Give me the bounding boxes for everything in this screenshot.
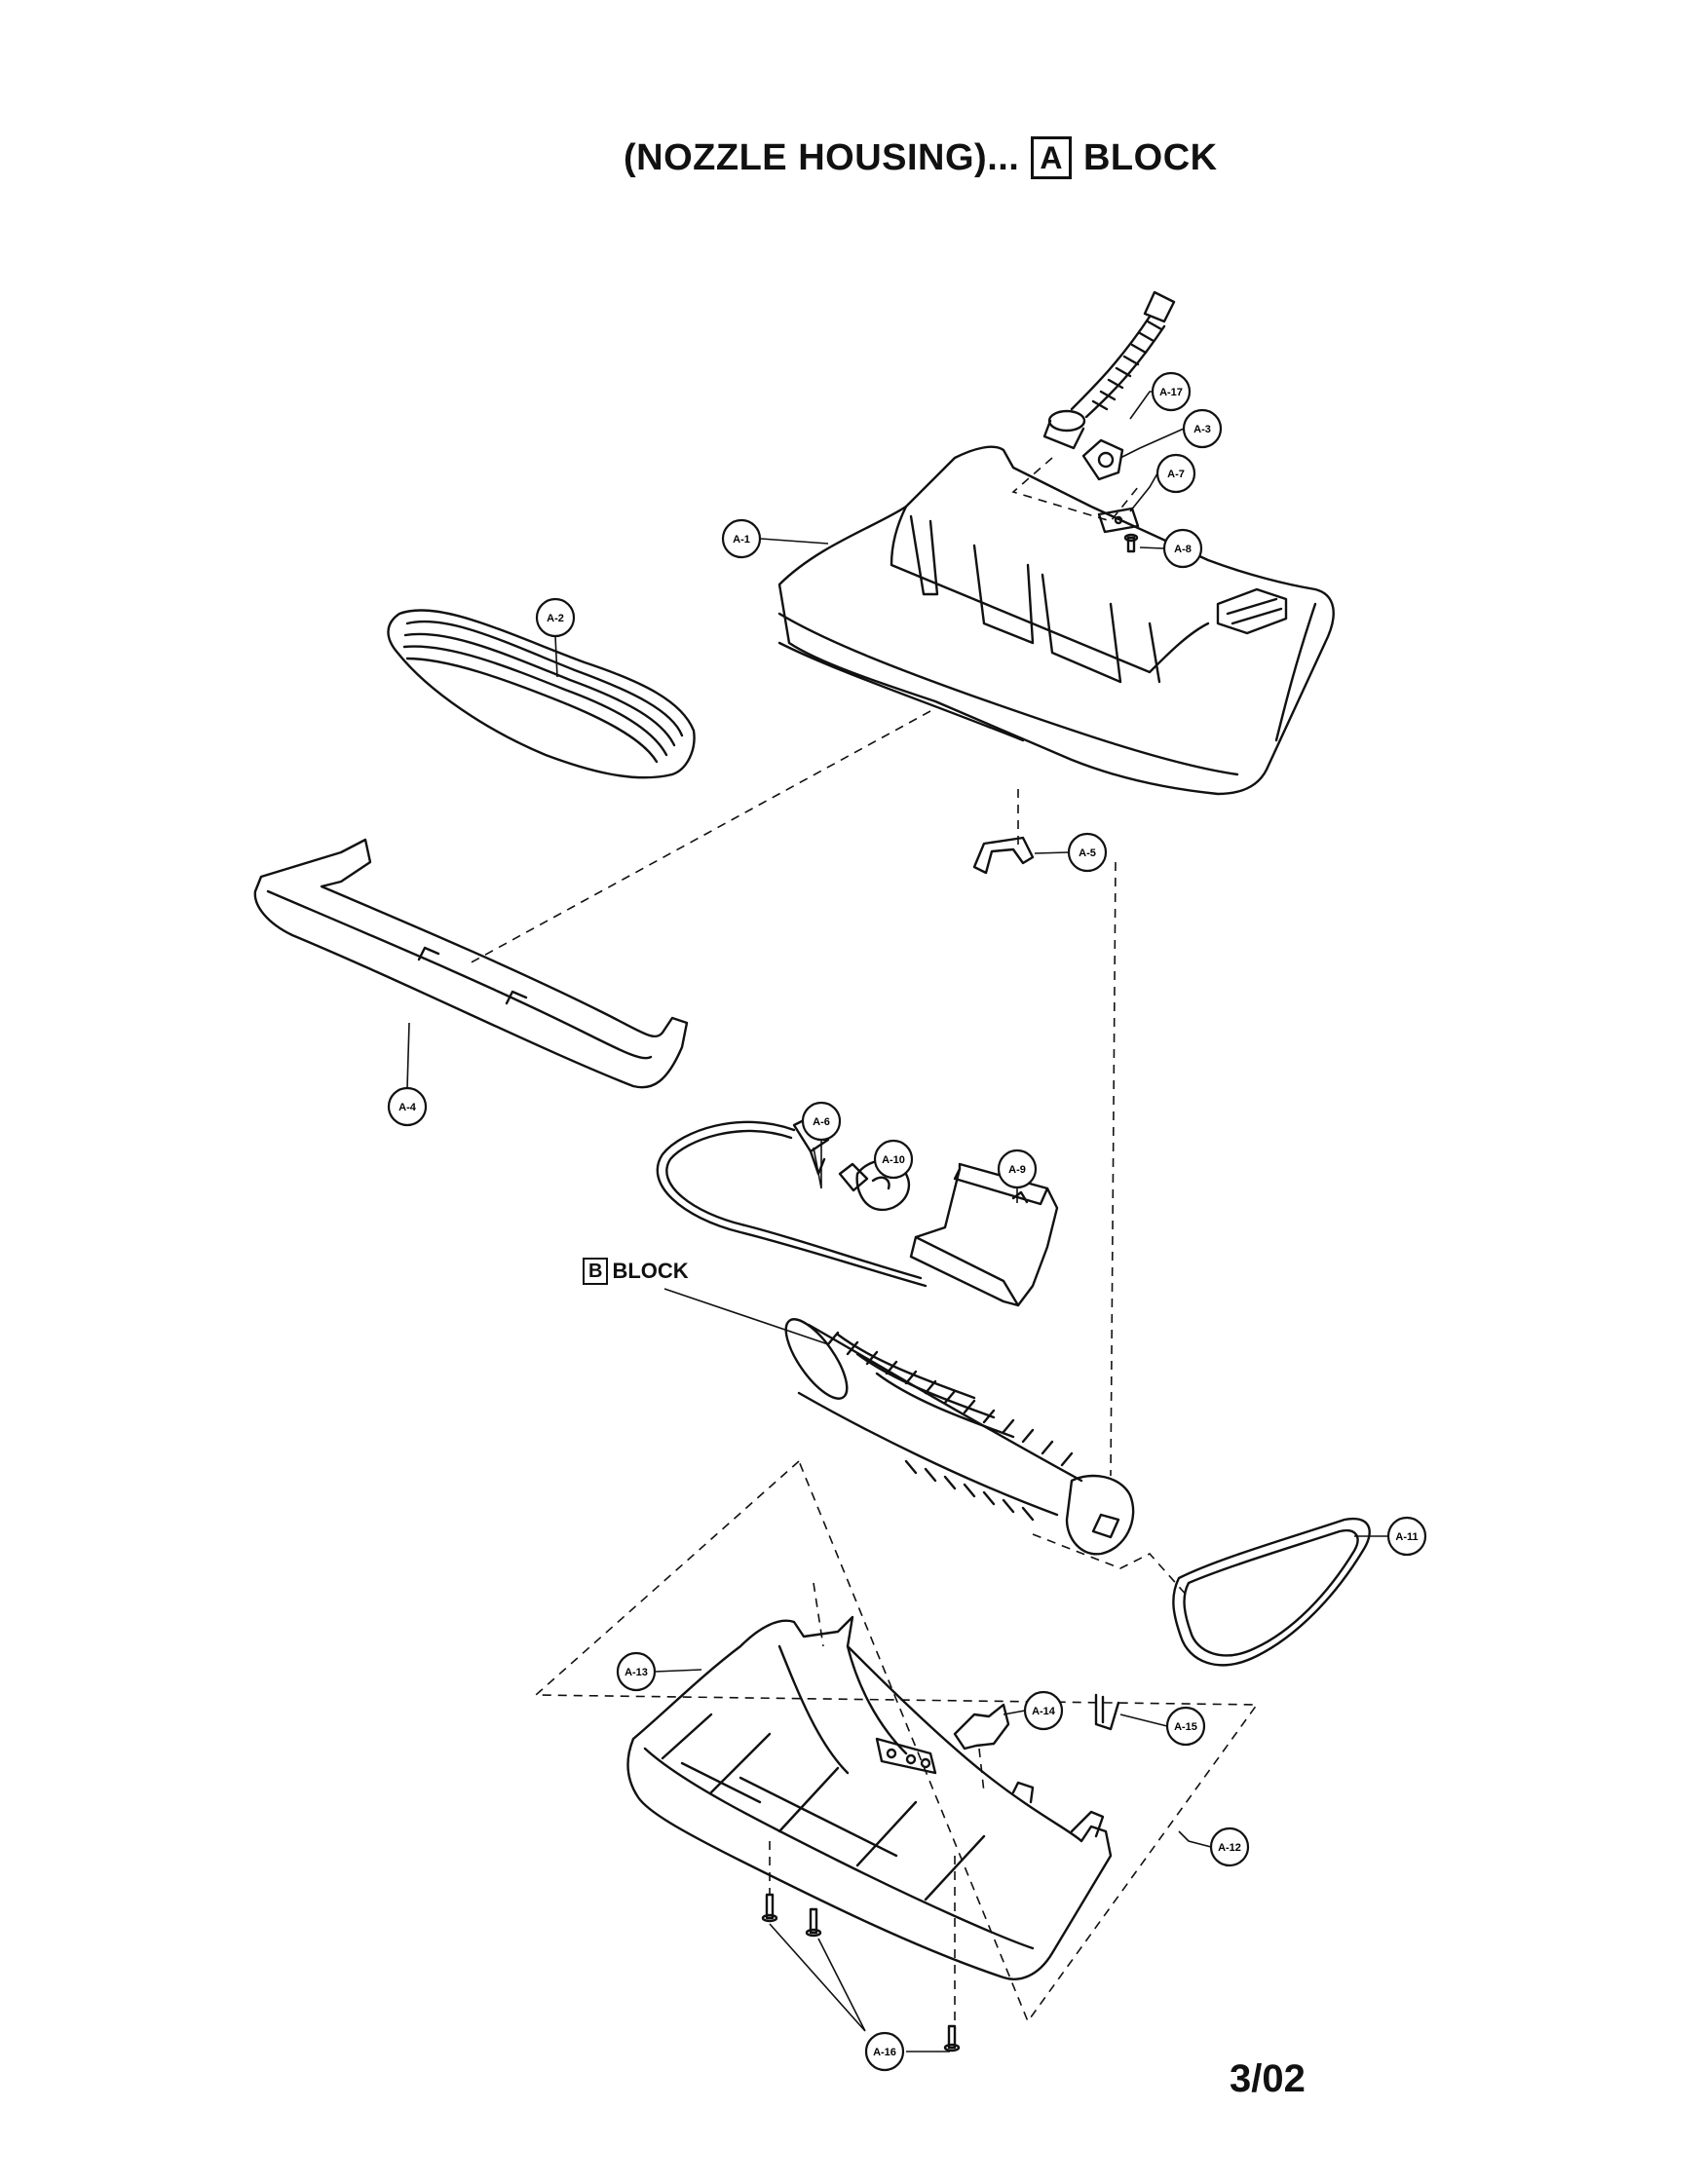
- part-a8-screw: [1123, 533, 1139, 553]
- part-a17-hose: [1042, 290, 1176, 450]
- callout-a7: A-7: [1155, 453, 1196, 494]
- callout-a14-label: A-14: [1032, 1706, 1056, 1717]
- callout-a8-label: A-8: [1174, 544, 1192, 555]
- part-a4-bumper: [253, 838, 689, 1089]
- part-a11-belt: [1172, 1517, 1371, 1667]
- diagram-title: (NOZZLE HOUSING)... A BLOCK: [624, 136, 1218, 179]
- callout-a8: A-8: [1162, 528, 1203, 569]
- callout-a4-label: A-4: [398, 1102, 417, 1113]
- part-a14-clip: [953, 1703, 1010, 1751]
- callout-a1-label: A-1: [733, 534, 750, 546]
- part-b-brushroll: [784, 1318, 1135, 1556]
- callout-a12-label: A-12: [1218, 1842, 1241, 1854]
- b-block-letter: B: [583, 1258, 609, 1285]
- callout-a6: A-6: [801, 1101, 842, 1142]
- callout-a10: A-10: [873, 1139, 914, 1180]
- callout-leader-lines: [406, 391, 1388, 2052]
- part-a1-nozzle-housing: [777, 445, 1335, 796]
- callout-a2-label: A-2: [547, 613, 564, 624]
- callout-a10-label: A-10: [882, 1154, 905, 1166]
- title-block-letter: A: [1031, 136, 1072, 179]
- part-a6-socket-wire: [656, 1113, 928, 1288]
- part-a16-screws: [761, 1893, 961, 2052]
- title-suffix: BLOCK: [1082, 136, 1218, 178]
- callout-a17: A-17: [1151, 371, 1192, 412]
- callout-a9-label: A-9: [1008, 1164, 1026, 1176]
- part-a2-filter: [387, 609, 696, 779]
- part-a15-spring-clip: [1094, 1693, 1120, 1731]
- callouts: A-1 A-2 A-3 A-4 A-5 A-6 A-7 A-8 A-9 A-10…: [387, 371, 1427, 2072]
- callout-a15: A-15: [1165, 1706, 1206, 1747]
- callout-a6-label: A-6: [813, 1116, 830, 1128]
- callout-a17-label: A-17: [1159, 387, 1183, 398]
- part-a5-bracket: [972, 836, 1035, 875]
- callout-a15-label: A-15: [1174, 1721, 1197, 1733]
- callout-a16: A-16: [864, 2031, 905, 2072]
- b-block-label: BLOCK: [612, 1259, 689, 1283]
- callout-a1: A-1: [721, 518, 762, 559]
- page-number: 3/02: [1230, 2057, 1306, 2100]
- callout-a13: A-13: [616, 1651, 657, 1692]
- callout-a7-label: A-7: [1167, 469, 1185, 480]
- b-block-reference: B BLOCK: [583, 1258, 689, 1285]
- callout-a4: A-4: [387, 1086, 428, 1127]
- callout-a5-label: A-5: [1079, 847, 1096, 859]
- callout-a11: A-11: [1386, 1516, 1427, 1557]
- assembly-dashed-lines: [467, 457, 1259, 2026]
- callout-a11-label: A-11: [1395, 1531, 1418, 1543]
- part-a13-base-plate: [626, 1615, 1113, 1980]
- callout-a13-label: A-13: [625, 1667, 648, 1678]
- callout-a12: A-12: [1209, 1826, 1250, 1867]
- part-a9-lens: [909, 1162, 1059, 1307]
- callout-a9: A-9: [997, 1148, 1038, 1189]
- callout-a3: A-3: [1182, 408, 1223, 449]
- callout-a3-label: A-3: [1193, 424, 1211, 435]
- title-prefix: (NOZZLE HOUSING)...: [624, 136, 1020, 178]
- callout-a5: A-5: [1067, 832, 1108, 873]
- part-a3-elbow: [1081, 438, 1124, 481]
- callout-a14: A-14: [1023, 1690, 1064, 1731]
- callout-a2: A-2: [535, 597, 576, 638]
- callout-a16-label: A-16: [873, 2047, 896, 2058]
